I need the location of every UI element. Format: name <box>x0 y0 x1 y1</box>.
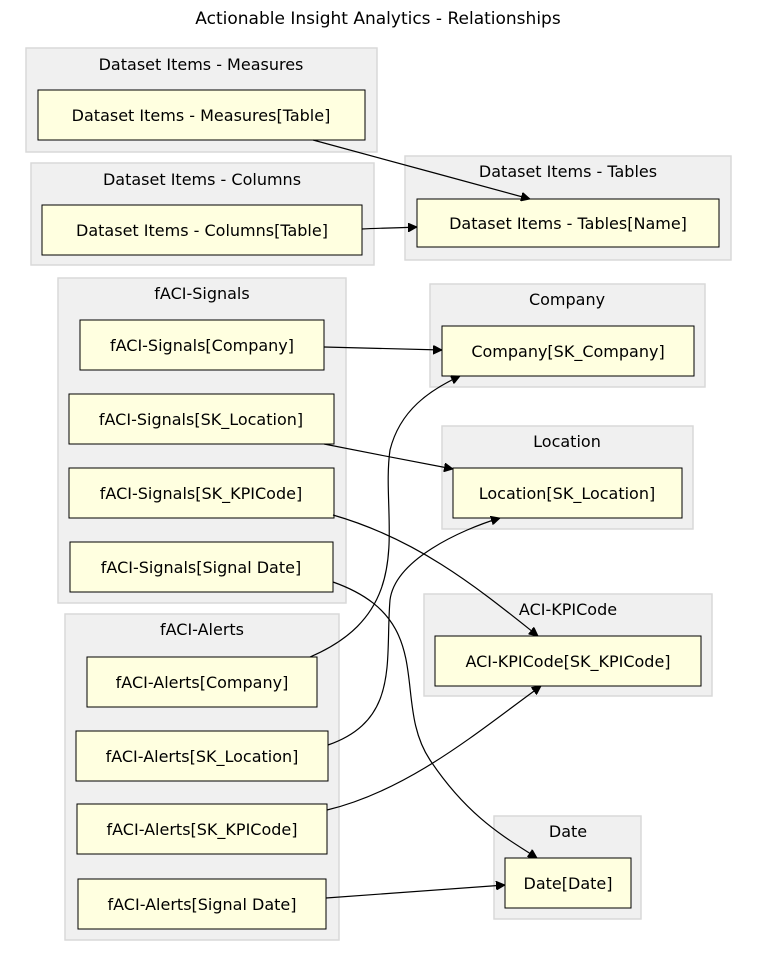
node-alerts-signal-date[interactable]: fACI-Alerts[Signal Date] <box>77 878 327 930</box>
cluster-date: Date Date[Date] <box>493 815 642 920</box>
node-label: fACI-Alerts[SK_KPICode] <box>107 820 298 840</box>
cluster-label: fACI-Signals <box>154 284 249 303</box>
edge-signals-company-to-company <box>323 347 442 350</box>
edge-columns-to-tables <box>361 227 417 229</box>
node-box <box>37 89 366 141</box>
node-kpicode-sk[interactable]: ACI-KPICode[SK_KPICode] <box>434 635 702 687</box>
node-columns-table[interactable]: Dataset Items - Columns[Table] <box>41 204 363 256</box>
node-label: fACI-Signals[Company] <box>110 336 294 355</box>
edge-alerts-kpicode-to-kpicode <box>326 686 541 811</box>
cluster-label: Dataset Items - Columns <box>103 170 301 189</box>
node-label: fACI-Signals[SK_KPICode] <box>100 484 302 504</box>
node-signals-kpicode[interactable]: fACI-Signals[SK_KPICode] <box>68 467 335 519</box>
node-label: fACI-Signals[SK_Location] <box>99 410 303 430</box>
node-label: Dataset Items - Measures[Table] <box>72 106 331 125</box>
node-label: Location[SK_Location] <box>479 484 655 504</box>
node-box <box>79 319 325 371</box>
cluster-label: Company <box>529 290 605 309</box>
edge-alerts-date-to-date <box>325 885 505 899</box>
cluster-faci-signals: fACI-Signals fACI-Signals[Company] fACI-… <box>57 277 347 604</box>
node-signals-company[interactable]: fACI-Signals[Company] <box>79 319 325 371</box>
cluster-label: ACI-KPICode <box>519 600 617 619</box>
edge-measures-to-tables <box>312 139 530 199</box>
cluster-label: Dataset Items - Tables <box>479 162 657 181</box>
node-box <box>68 467 335 519</box>
node-alerts-kpicode[interactable]: fACI-Alerts[SK_KPICode] <box>76 803 328 855</box>
node-box <box>76 803 328 855</box>
node-box <box>68 393 335 445</box>
node-label: fACI-Alerts[Signal Date] <box>108 895 297 914</box>
diagram-title: Actionable Insight Analytics - Relations… <box>195 9 561 29</box>
node-box <box>434 635 702 687</box>
cluster-label: fACI-Alerts <box>160 620 244 639</box>
node-box <box>75 730 329 782</box>
node-label: fACI-Signals[Signal Date] <box>101 558 301 577</box>
cluster-dataset-items-measures: Dataset Items - Measures Dataset Items -… <box>25 47 378 153</box>
node-alerts-company[interactable]: fACI-Alerts[Company] <box>86 656 318 708</box>
node-label: Company[SK_Company] <box>471 342 664 362</box>
node-box <box>441 325 695 377</box>
node-box <box>452 467 683 519</box>
node-label: Date[Date] <box>524 874 613 893</box>
cluster-label: Location <box>533 432 601 451</box>
node-box <box>77 878 327 930</box>
cluster-location: Location Location[SK_Location] <box>441 425 694 530</box>
node-label: fACI-Alerts[Company] <box>116 673 289 692</box>
cluster-label: Date <box>549 822 587 841</box>
cluster-dataset-items-tables: Dataset Items - Tables Dataset Items - T… <box>404 155 732 261</box>
node-box <box>41 204 363 256</box>
cluster-faci-alerts: fACI-Alerts fACI-Alerts[Company] fACI-Al… <box>64 613 340 941</box>
relationship-edges <box>309 139 541 899</box>
node-date-date[interactable]: Date[Date] <box>504 857 632 909</box>
node-label: Dataset Items - Columns[Table] <box>76 221 328 240</box>
cluster-label: Dataset Items - Measures <box>99 55 304 74</box>
node-label: Dataset Items - Tables[Name] <box>449 214 687 233</box>
node-label: ACI-KPICode[SK_KPICode] <box>465 652 670 672</box>
node-location-sk[interactable]: Location[SK_Location] <box>452 467 683 519</box>
node-company-sk[interactable]: Company[SK_Company] <box>441 325 695 377</box>
node-signals-location[interactable]: fACI-Signals[SK_Location] <box>68 393 335 445</box>
edge-signals-date-to-date <box>332 581 537 858</box>
node-measures-table[interactable]: Dataset Items - Measures[Table] <box>37 89 366 141</box>
node-label: fACI-Alerts[SK_Location] <box>106 747 299 767</box>
edge-alerts-location-to-location <box>327 518 500 746</box>
node-alerts-location[interactable]: fACI-Alerts[SK_Location] <box>75 730 329 782</box>
node-box <box>69 541 334 593</box>
edge-signals-kpicode-to-kpicode <box>332 514 538 636</box>
node-box <box>416 198 720 248</box>
node-signals-signal-date[interactable]: fACI-Signals[Signal Date] <box>69 541 334 593</box>
cluster-company: Company Company[SK_Company] <box>429 283 706 388</box>
node-tables-name[interactable]: Dataset Items - Tables[Name] <box>416 198 720 248</box>
cluster-dataset-items-columns: Dataset Items - Columns Dataset Items - … <box>30 162 375 266</box>
node-box <box>86 656 318 708</box>
edge-alerts-company-to-company <box>309 376 460 658</box>
cluster-aci-kpicode: ACI-KPICode ACI-KPICode[SK_KPICode] <box>423 593 713 697</box>
